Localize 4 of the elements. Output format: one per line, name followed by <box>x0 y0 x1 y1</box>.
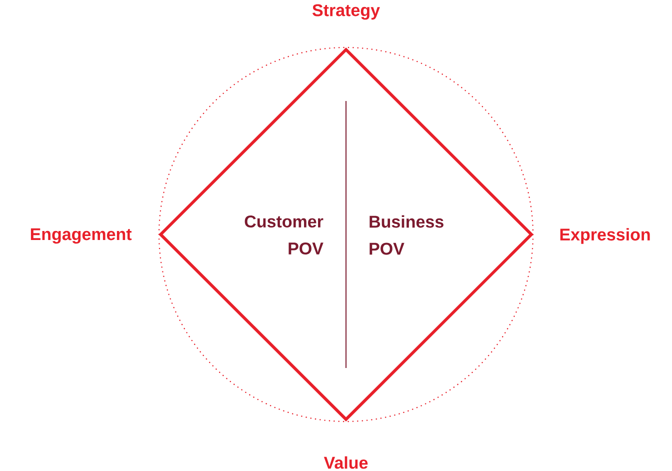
corner-label: Strategy <box>312 4 380 20</box>
corner-label: Engagement <box>30 228 132 244</box>
corner-label: Value <box>324 456 368 469</box>
corner-label: Expression <box>560 228 650 244</box>
